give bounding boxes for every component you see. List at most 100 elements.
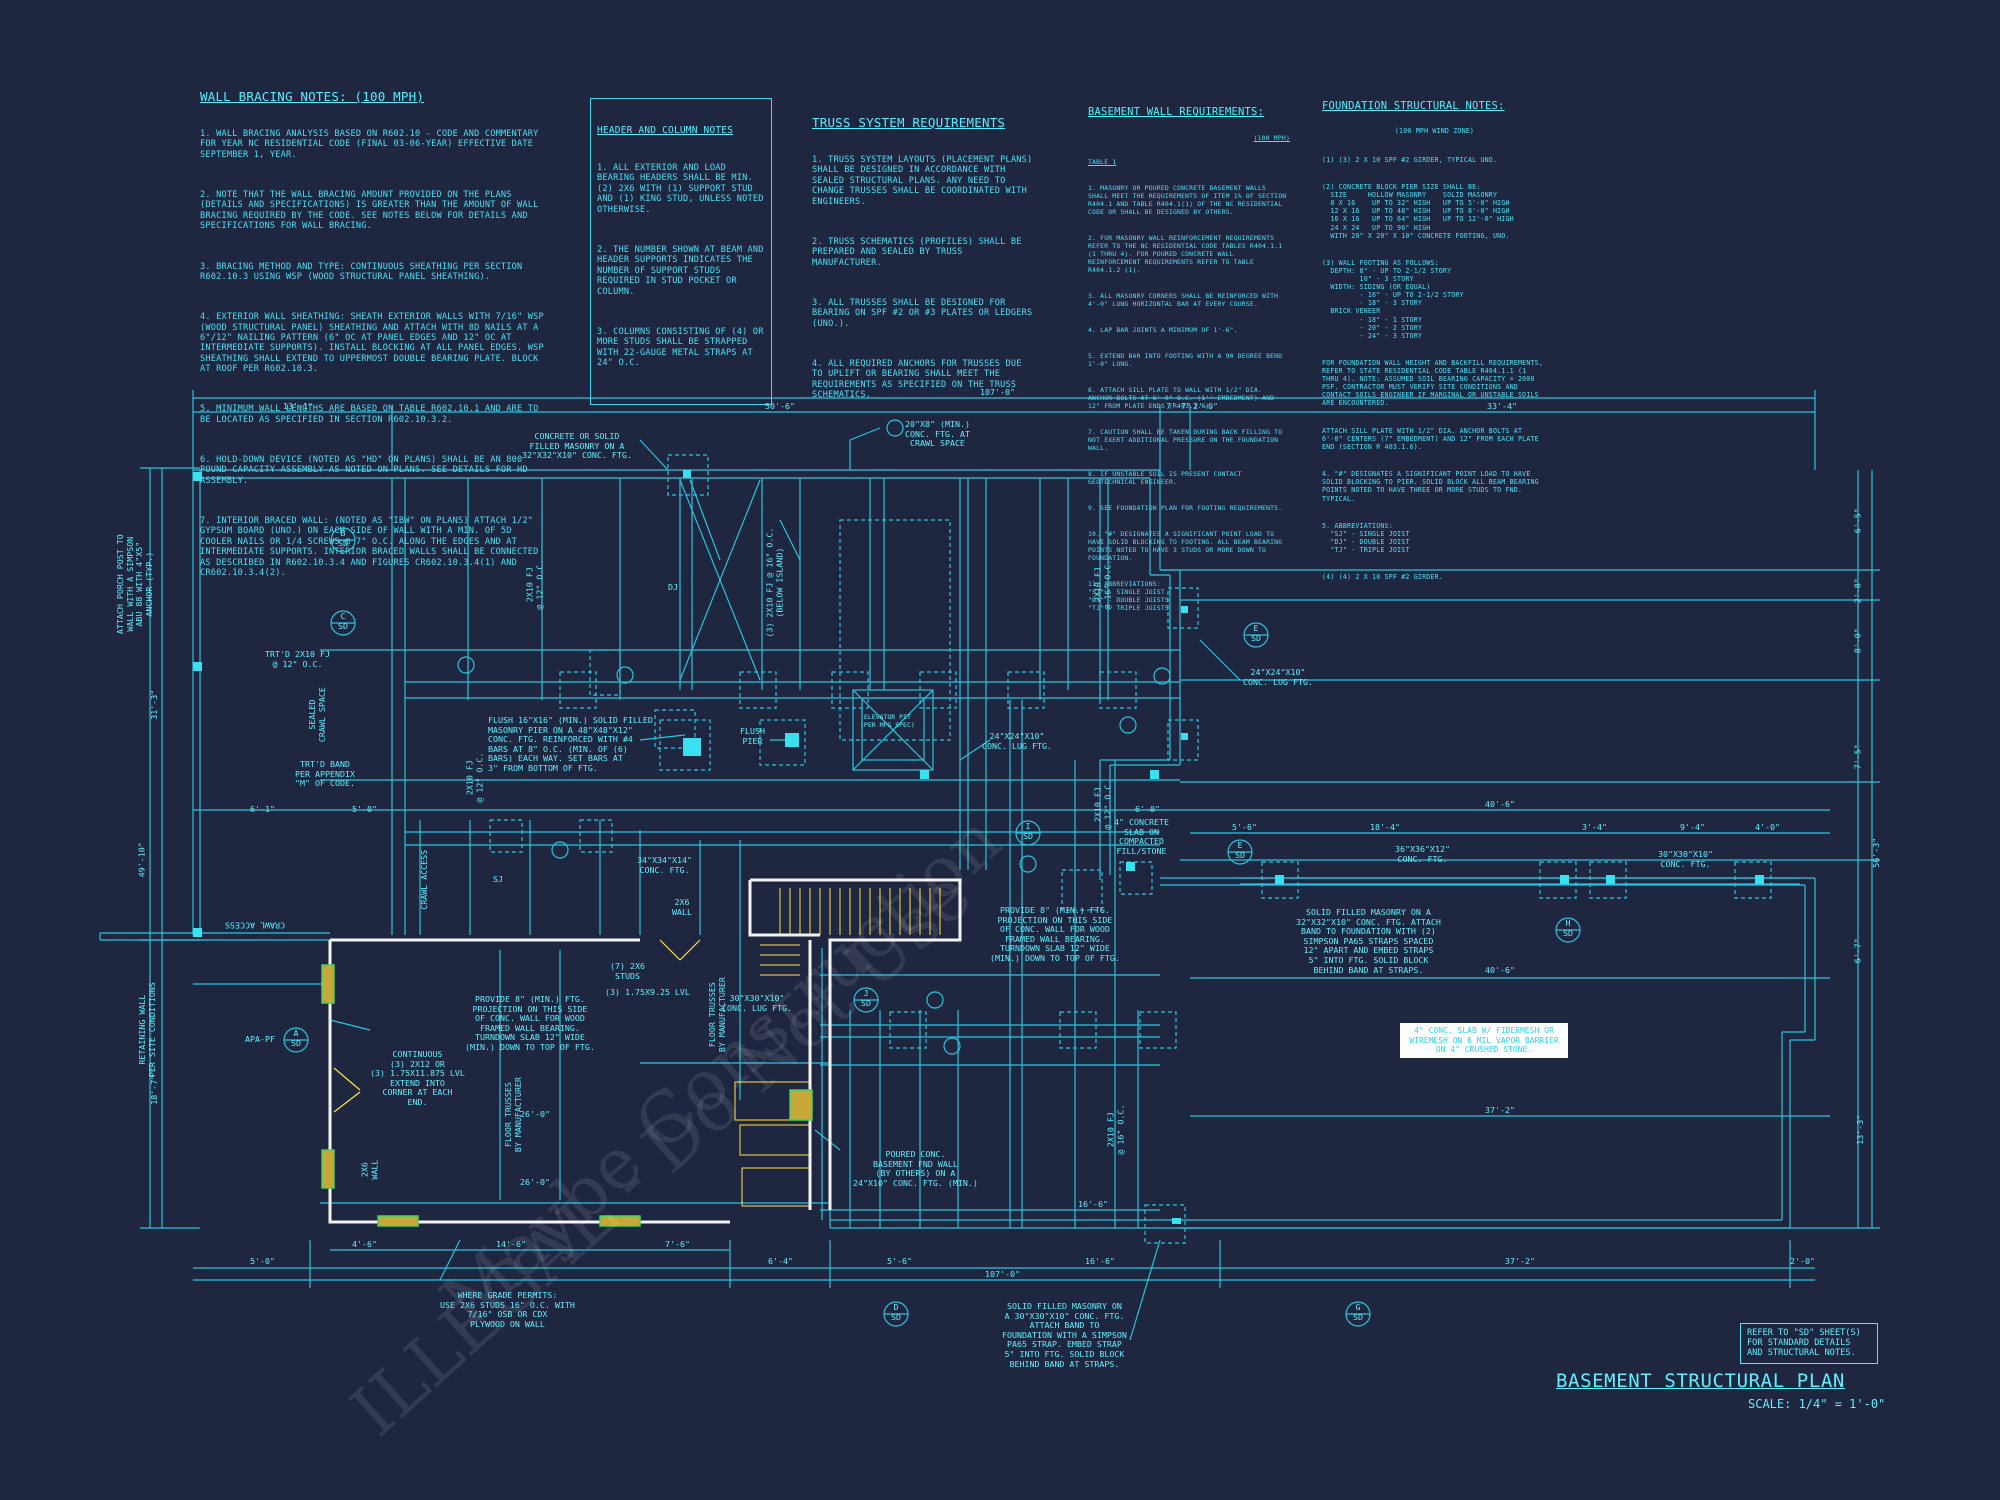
basement-wall-item: 3. ALL MASONRY CORNERS SHALL BE REINFORC…	[1088, 292, 1283, 308]
basement-wall-item: 9. SEE FOUNDATION PLAN FOR FOOTING REQUI…	[1088, 504, 1283, 512]
basement-wall-item: 1. MASONRY OR POURED CONCRETE BASEMENT W…	[1088, 184, 1291, 216]
foundation-subtitle: (100 MPH WIND ZONE)	[1394, 127, 1475, 136]
dim-inner-k: 3'-4"	[1582, 822, 1607, 832]
callout-provide-8-a: PROVIDE 8" (MIN.) FTG. PROJECTION ON THI…	[465, 994, 595, 1052]
ref-note: REFER TO "SD" SHEET(S) FOR STANDARD DETA…	[1740, 1323, 1878, 1364]
basement-wall-item: 11. ABBREVIATIONS: "SJ" - SINGLE JOIST "…	[1088, 580, 1169, 612]
callout-solid-filled-2: SOLID FILLED MASONRY ON A 30"x30"x10" CO…	[1002, 1301, 1127, 1369]
dim-right-f: 13'-3"	[1855, 1114, 1866, 1145]
callout-continuous: CONTINUOUS (3) 2x12 OR (3) 1.75x11.875 L…	[370, 1049, 465, 1107]
callout-conc-slab: 4" CONCRETE SLAB ON COMPACTED FILL/STONE	[1114, 817, 1169, 856]
callout-fj-5: 2x10 FJ @ 12" O.C.	[1092, 779, 1112, 830]
callout-crawl-access-1: CRAWL ACCESS	[419, 849, 430, 910]
basement-wall-item: 10. "#" DESIGNATES A SIGNIFICANT POINT L…	[1088, 530, 1287, 562]
wall-bracing-item: 1. WALL BRACING ANALYSIS BASED ON R602.1…	[200, 129, 544, 160]
basement-wall-item: 2. FOR MASONRY WALL REINFORCEMENT REQUIR…	[1088, 234, 1287, 274]
dim-top-overall: 107'-0"	[980, 387, 1015, 397]
truss-system-notes: TRUSS SYSTEM REQUIREMENTS 1. TRUSS SYSTE…	[812, 97, 1034, 430]
callout-poured-conc: POURED CONC. BASEMENT FND WALL (BY OTHER…	[853, 1149, 978, 1188]
basement-wall-notes: BASEMENT WALL REQUIREMENTS: (100 MPH) TA…	[1088, 92, 1290, 630]
dim-top-b: 50'-6"	[765, 401, 795, 411]
callout-sealed-crawl: SEALED CRAWL SPACE	[306, 687, 327, 743]
header-column-title: HEADER AND COLUMN NOTES	[597, 124, 734, 136]
callout-wall-2x6b: 2x6 WALL	[359, 1159, 379, 1180]
callout-ftg-30: 30"x30"x10" CONC. FTG.	[1658, 849, 1713, 869]
callout-floor-trusses-1: FLOOR TRUSSES BY MANUFACTURER	[502, 1077, 523, 1153]
scale-label: SCALE: 1/4" = 1'-0"	[1748, 1397, 1886, 1411]
dim-inner-e2: 26'-0"	[520, 1177, 550, 1187]
callout-apa: APA-PF	[245, 1034, 275, 1044]
foundation-item: (3) WALL FOOTING AS FOLLOWS: DEPTH: 8" -…	[1322, 258, 1464, 340]
callout-fj-4: 2x10 FJ @ 16" O.C.	[1105, 1104, 1125, 1155]
truss-item: 1. TRUSS SYSTEM LAYOUTS (PLACEMENT PLANS…	[812, 155, 1038, 207]
header-column-item: 3. COLUMNS CONSISTING OF (4) OR MORE STU…	[597, 326, 769, 368]
dim-top-e: 33'-4"	[1487, 401, 1517, 411]
wall-bracing-title: WALL BRACING NOTES: (100 MPH)	[200, 88, 425, 104]
dim-top-c: 7'-7"	[1166, 401, 1191, 411]
truss-title: TRUSS SYSTEM REQUIREMENTS	[812, 114, 1006, 130]
wall-bracing-item: 2. NOTE THAT THE WALL BRACING AMOUNT PRO…	[200, 190, 544, 232]
wall-bracing-item: 4. EXTERIOR WALL SHEATHING: SHEATH EXTER…	[200, 312, 550, 375]
dim-bottom-e: 6'-4"	[768, 1256, 793, 1266]
basement-wall-item: 5. EXTEND BAR INTO FOOTING WITH A 90 DEG…	[1088, 352, 1287, 368]
dim-bottom-a: 5'-0"	[250, 1256, 275, 1266]
foundation-item: FOR FOUNDATION WALL HEIGHT AND BACKFILL …	[1322, 359, 1548, 408]
callout-lug-ftg-1: 24"x24"x10" CONC. LUG FTG.	[982, 731, 1052, 751]
callout-slab-vapor: 4" CONC. SLAB W/ FIBERMESH OR WIREMESH O…	[1400, 1023, 1568, 1058]
dim-bottom-d: 7'-6"	[665, 1239, 690, 1249]
dim-bottom-i: 2'-0"	[1790, 1256, 1815, 1266]
foundation-item: ATTACH SILL PLATE WITH 1/2" DIA. ANCHOR …	[1322, 426, 1543, 451]
dim-bottom-h: 37'-2"	[1505, 1256, 1535, 1266]
callout-trtd-fj: TRT'D 2x10 FJ @ 12" O.C.	[265, 649, 330, 669]
header-column-notes: HEADER AND COLUMN NOTES 1. ALL EXTERIOR …	[590, 98, 772, 406]
callout-conc-filled: CONCRETE OR SOLID FILLED MASONRY ON A 32…	[522, 431, 632, 461]
foundation-item: 4. "#" DESIGNATES A SIGNIFICANT POINT LO…	[1322, 470, 1543, 503]
dim-left-a: 31'-3"	[149, 689, 160, 720]
callout-girder-below: (3) 2x10 FJ @ 16" O.C. (BELOW ISLAND)	[764, 527, 784, 638]
dim-inner-i: 9'-4"	[1680, 822, 1705, 832]
truss-item: 3. ALL TRUSSES SHALL BE DESIGNED FOR BEA…	[812, 297, 1038, 329]
dim-bottom-b: 4'-6"	[352, 1239, 377, 1249]
callout-retaining: RETAINING WALL PER SITE CONDITIONS	[136, 982, 157, 1078]
basement-wall-item: 7. CAUTION SHALL BE TAKEN DURING BACK FI…	[1088, 428, 1287, 452]
callout-studs-2x6: (7) 2x6 STUDS	[610, 961, 645, 981]
callout-ftg-34: 34"x34"x14" CONC. FTG.	[637, 855, 692, 875]
dim-bottom-c: 14'-6"	[496, 1239, 526, 1249]
wall-bracing-notes: WALL BRACING NOTES: (100 MPH) 1. WALL BR…	[200, 71, 545, 608]
dim-inner-h: 6'-0"	[1135, 804, 1160, 814]
callout-ftg-30b: 30"x30"x10" CONC. LUG FTG.	[722, 993, 792, 1013]
dim-bottom-f: 5'-6"	[887, 1256, 912, 1266]
dim-left-overall: 49'-10"	[136, 842, 147, 878]
dim-inner-b: 37'-2"	[1485, 1105, 1515, 1115]
truss-item: 4. ALL REQUIRED ANCHORS FOR TRUSSES DUE …	[812, 358, 1027, 401]
basement-wall-title: BASEMENT WALL REQUIREMENTS:	[1088, 106, 1265, 118]
dim-inner-f: 6'-1"	[250, 804, 275, 814]
callout-floor-trusses-2: FLOOR TRUSSES BY MANUFACTURER	[706, 977, 727, 1053]
truss-item: 2. TRUSS SCHEMATICS (PROFILES) SHALL BE …	[812, 236, 1027, 268]
basement-wall-subtitle: (100 MPH)	[1253, 134, 1290, 142]
dim-inner-g: 5'-0"	[352, 804, 377, 814]
callout-flush-pier: FLUSH 16"x16" (MIN.) SOLID FILLED MASONR…	[488, 715, 653, 773]
wall-bracing-item: 7. INTERIOR BRACED WALL: (NOTED AS "IBW"…	[200, 516, 544, 579]
callout-fj-2: 2x10 FJ @ 12" O.C.	[464, 752, 484, 803]
dim-inner-l: 4'-0"	[1755, 822, 1780, 832]
callout-flush: FLUSH PIER	[740, 726, 765, 746]
callout-lug-ftg-2: 24"x24"x10" CONC. LUG FTG.	[1243, 667, 1313, 687]
foundation-title: FOUNDATION STRUCTURAL NOTES:	[1322, 100, 1505, 113]
dim-top-a: 13'-1"	[283, 401, 313, 411]
callout-attach-porch: ATTACH PORCH POST TO WALL WITH A SIMPSON…	[114, 534, 154, 635]
callout-elevator: ELEVATOR PIT (PER MFG SPEC)	[860, 713, 915, 729]
basement-wall-table: TABLE 1	[1088, 158, 1117, 166]
